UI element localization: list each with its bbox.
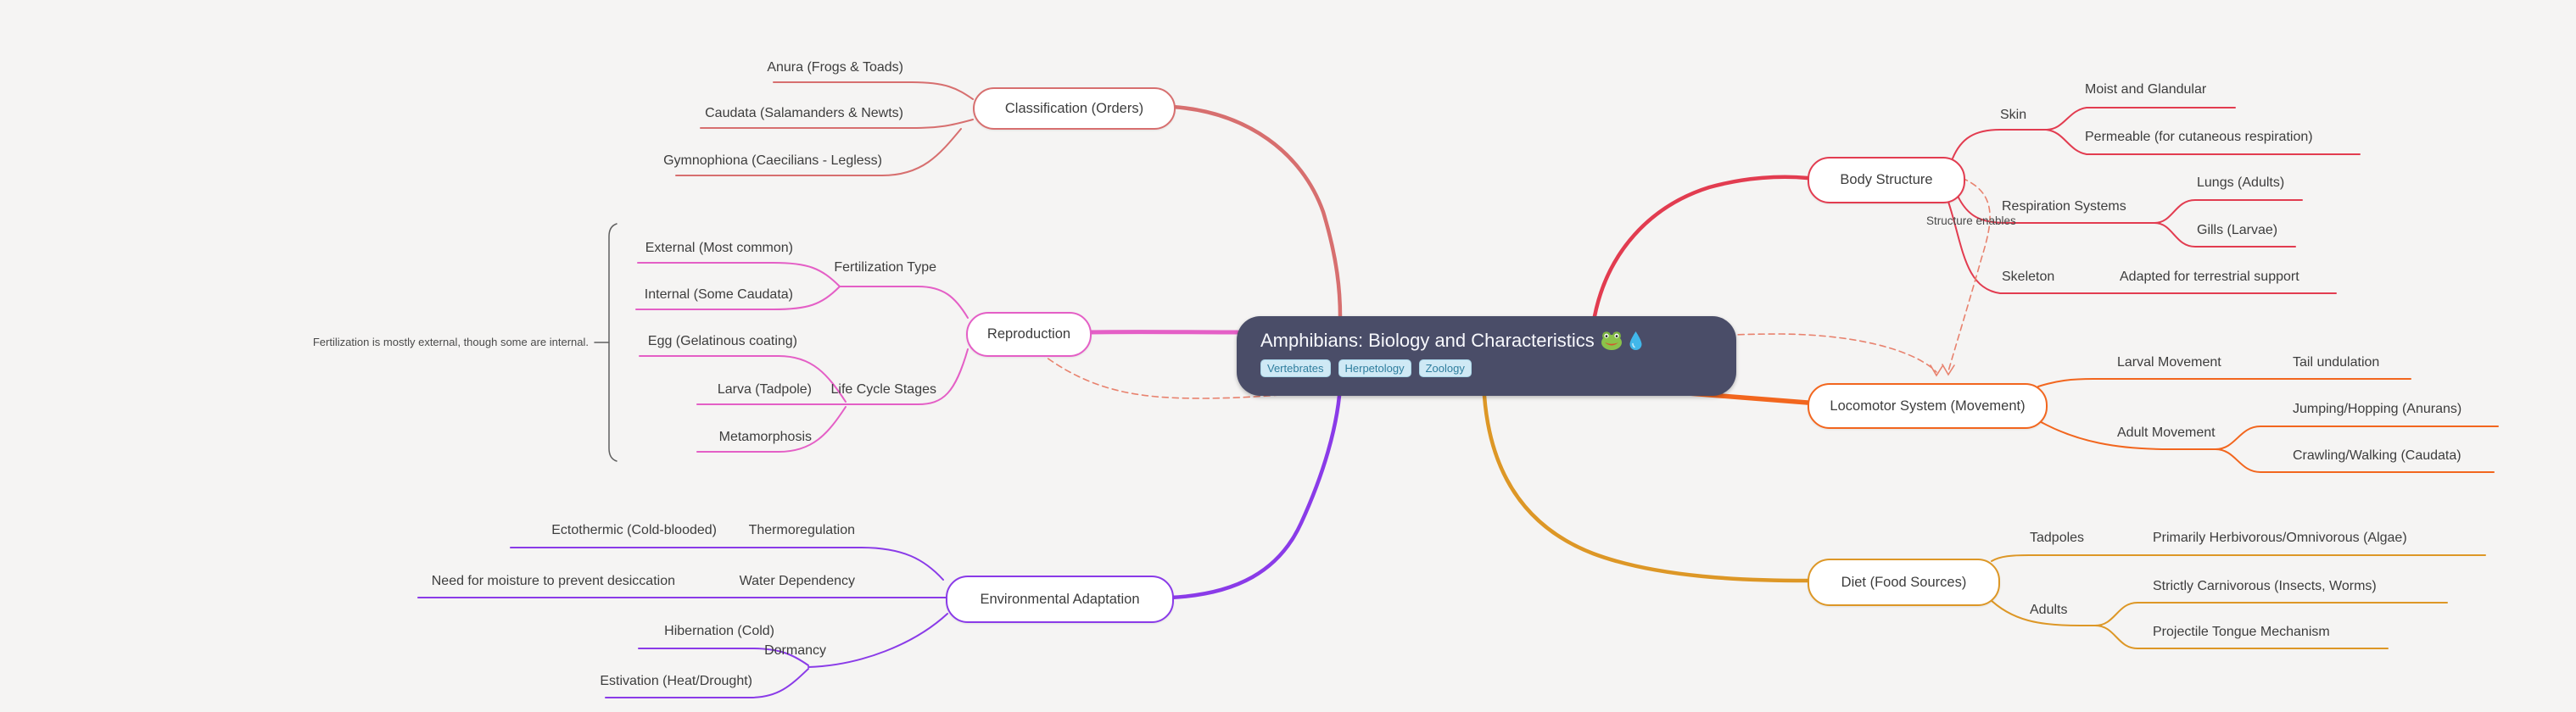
connector-dormancy xyxy=(807,613,948,668)
connector-projectile xyxy=(2094,625,2389,649)
leaf-larva[interactable]: Larva (Tadpole) xyxy=(717,382,812,397)
diet-connectors xyxy=(1482,393,2486,649)
connector-estivation xyxy=(605,668,809,698)
connector-thermoregulation xyxy=(510,547,944,581)
leaf-permeable[interactable]: Permeable (for cutaneous respiration) xyxy=(2085,130,2313,144)
subtopic-skeleton[interactable]: Skeleton xyxy=(2002,270,2055,284)
body-structure-connectors xyxy=(1592,107,2361,319)
connector-skeleton xyxy=(1947,198,2337,294)
connector-fertilization xyxy=(839,286,969,319)
reproduction-connectors xyxy=(635,262,1240,453)
connector-gymnophiona xyxy=(675,128,962,176)
central-title: Amphibians: Biology and Characteristics xyxy=(1260,330,1595,351)
leaf-estivation[interactable]: Estivation (Heat/Drought) xyxy=(600,674,752,688)
leaf-projectile-tongue[interactable]: Projectile Tongue Mechanism xyxy=(2153,625,2330,639)
leaf-egg[interactable]: Egg (Gelatinous coating) xyxy=(647,334,797,348)
connector-anura xyxy=(773,81,974,100)
subtopic-skin[interactable]: Skin xyxy=(2000,108,2027,122)
leaf-gymnophiona[interactable]: Gymnophiona (Caecilians - Legless) xyxy=(663,153,882,168)
connector-permeable xyxy=(2045,129,2361,155)
connector-tadpoles xyxy=(1991,554,2486,562)
summary-brace xyxy=(594,223,617,462)
relationship-label[interactable]: Structure enables xyxy=(1926,214,2016,227)
connector-hibernation xyxy=(638,648,809,666)
leaf-metamorphosis[interactable]: Metamorphosis xyxy=(718,430,812,444)
topic-body-structure[interactable]: Body Structure xyxy=(1808,157,1965,203)
branch-environment xyxy=(1168,393,1342,600)
environment-connectors xyxy=(417,393,1342,698)
leaf-need-moisture[interactable]: Need for moisture to prevent desiccation xyxy=(431,574,675,588)
central-topic[interactable]: Amphibians: Biology and Characteristics … xyxy=(1237,316,1736,396)
arrowhead-icon xyxy=(1930,364,1943,377)
classification-connectors xyxy=(675,81,1343,320)
leaf-strictly-carnivorous[interactable]: Strictly Carnivorous (Insects, Worms) xyxy=(2153,579,2377,593)
leaf-ectothermic[interactable]: Ectothermic (Cold-blooded) xyxy=(551,523,717,537)
leaf-caudata[interactable]: Caudata (Salamanders & Newts) xyxy=(705,106,903,120)
summary-note[interactable]: Fertilization is mostly external, though… xyxy=(312,336,589,348)
connector-external xyxy=(637,262,841,287)
relationship-structure-enables xyxy=(1947,177,1991,372)
subtopic-dormancy[interactable]: Dormancy xyxy=(764,643,826,658)
connector-crawling xyxy=(2215,448,2495,473)
leaf-gills[interactable]: Gills (Larvae) xyxy=(2197,223,2278,237)
tag-herpetology[interactable]: Herpetology xyxy=(1338,359,1411,377)
leaf-moist-glandular[interactable]: Moist and Glandular xyxy=(2085,82,2207,97)
leaf-anura[interactable]: Anura (Frogs & Toads) xyxy=(767,60,903,75)
leaf-jumping-hopping[interactable]: Jumping/Hopping (Anurans) xyxy=(2293,402,2462,416)
connector-respiration xyxy=(1957,195,2155,224)
subtopic-adults[interactable]: Adults xyxy=(2030,603,2068,617)
connector-egg xyxy=(639,355,847,403)
leaf-internal[interactable]: Internal (Some Caudata) xyxy=(644,287,793,302)
subtopic-larval-movement[interactable]: Larval Movement xyxy=(2117,355,2221,370)
connector-larval xyxy=(2037,378,2411,387)
leaf-adapted-terrestrial[interactable]: Adapted for terrestrial support xyxy=(2120,270,2299,284)
topic-locomotor-system[interactable]: Locomotor System (Movement) xyxy=(1808,383,2048,429)
topic-reproduction[interactable]: Reproduction xyxy=(966,312,1092,357)
connector-lifecycle xyxy=(845,348,969,405)
connector-gills xyxy=(2154,222,2296,248)
connector-internal xyxy=(635,286,841,310)
topic-diet[interactable]: Diet (Food Sources) xyxy=(1808,559,2000,606)
branch-classification xyxy=(1170,104,1343,320)
water-drop-icon xyxy=(1629,331,1643,351)
leaf-primarily-herbivorous[interactable]: Primarily Herbivorous/Omnivorous (Algae) xyxy=(2153,531,2407,545)
connector-moist xyxy=(2045,107,2236,131)
connector-strictly xyxy=(2094,602,2448,626)
subtopic-thermoregulation[interactable]: Thermoregulation xyxy=(748,523,855,537)
subtopic-water-dependency[interactable]: Water Dependency xyxy=(739,574,855,588)
frog-icon xyxy=(1601,331,1623,351)
tag-row: Vertebrates Herpetology Zoology xyxy=(1260,359,1713,377)
subtopic-tadpoles[interactable]: Tadpoles xyxy=(2030,531,2085,545)
leaf-crawling-walking[interactable]: Crawling/Walking (Caudata) xyxy=(2293,448,2461,463)
connector-skin xyxy=(1952,129,2047,159)
leaf-tail-undulation[interactable]: Tail undulation xyxy=(2293,355,2380,370)
leaf-external[interactable]: External (Most common) xyxy=(645,241,793,255)
connector-caudata xyxy=(700,119,974,129)
brace-curve xyxy=(608,223,617,462)
subtopic-adult-movement[interactable]: Adult Movement xyxy=(2117,426,2216,440)
leaf-hibernation[interactable]: Hibernation (Cold) xyxy=(664,624,774,638)
connector-jumping xyxy=(2215,426,2499,450)
branch-body-structure xyxy=(1592,175,1810,319)
connector-adults xyxy=(1987,597,2096,626)
arrowhead-icon xyxy=(1942,364,1955,376)
subtopic-fertilization-type[interactable]: Fertilization Type xyxy=(834,260,936,275)
connector-adult xyxy=(2036,419,2216,450)
connector-lungs xyxy=(2154,199,2303,224)
connector-metamorphosis xyxy=(696,406,847,453)
topic-environmental-adaptation[interactable]: Environmental Adaptation xyxy=(946,576,1174,623)
leaf-lungs[interactable]: Lungs (Adults) xyxy=(2197,175,2285,190)
topic-classification[interactable]: Classification (Orders) xyxy=(973,87,1176,130)
tag-zoology[interactable]: Zoology xyxy=(1418,359,1472,377)
subtopic-respiration-systems[interactable]: Respiration Systems xyxy=(2002,199,2126,214)
subtopic-life-cycle-stages[interactable]: Life Cycle Stages xyxy=(830,382,936,397)
branch-diet xyxy=(1482,393,1810,583)
tag-vertebrates[interactable]: Vertebrates xyxy=(1260,359,1331,377)
